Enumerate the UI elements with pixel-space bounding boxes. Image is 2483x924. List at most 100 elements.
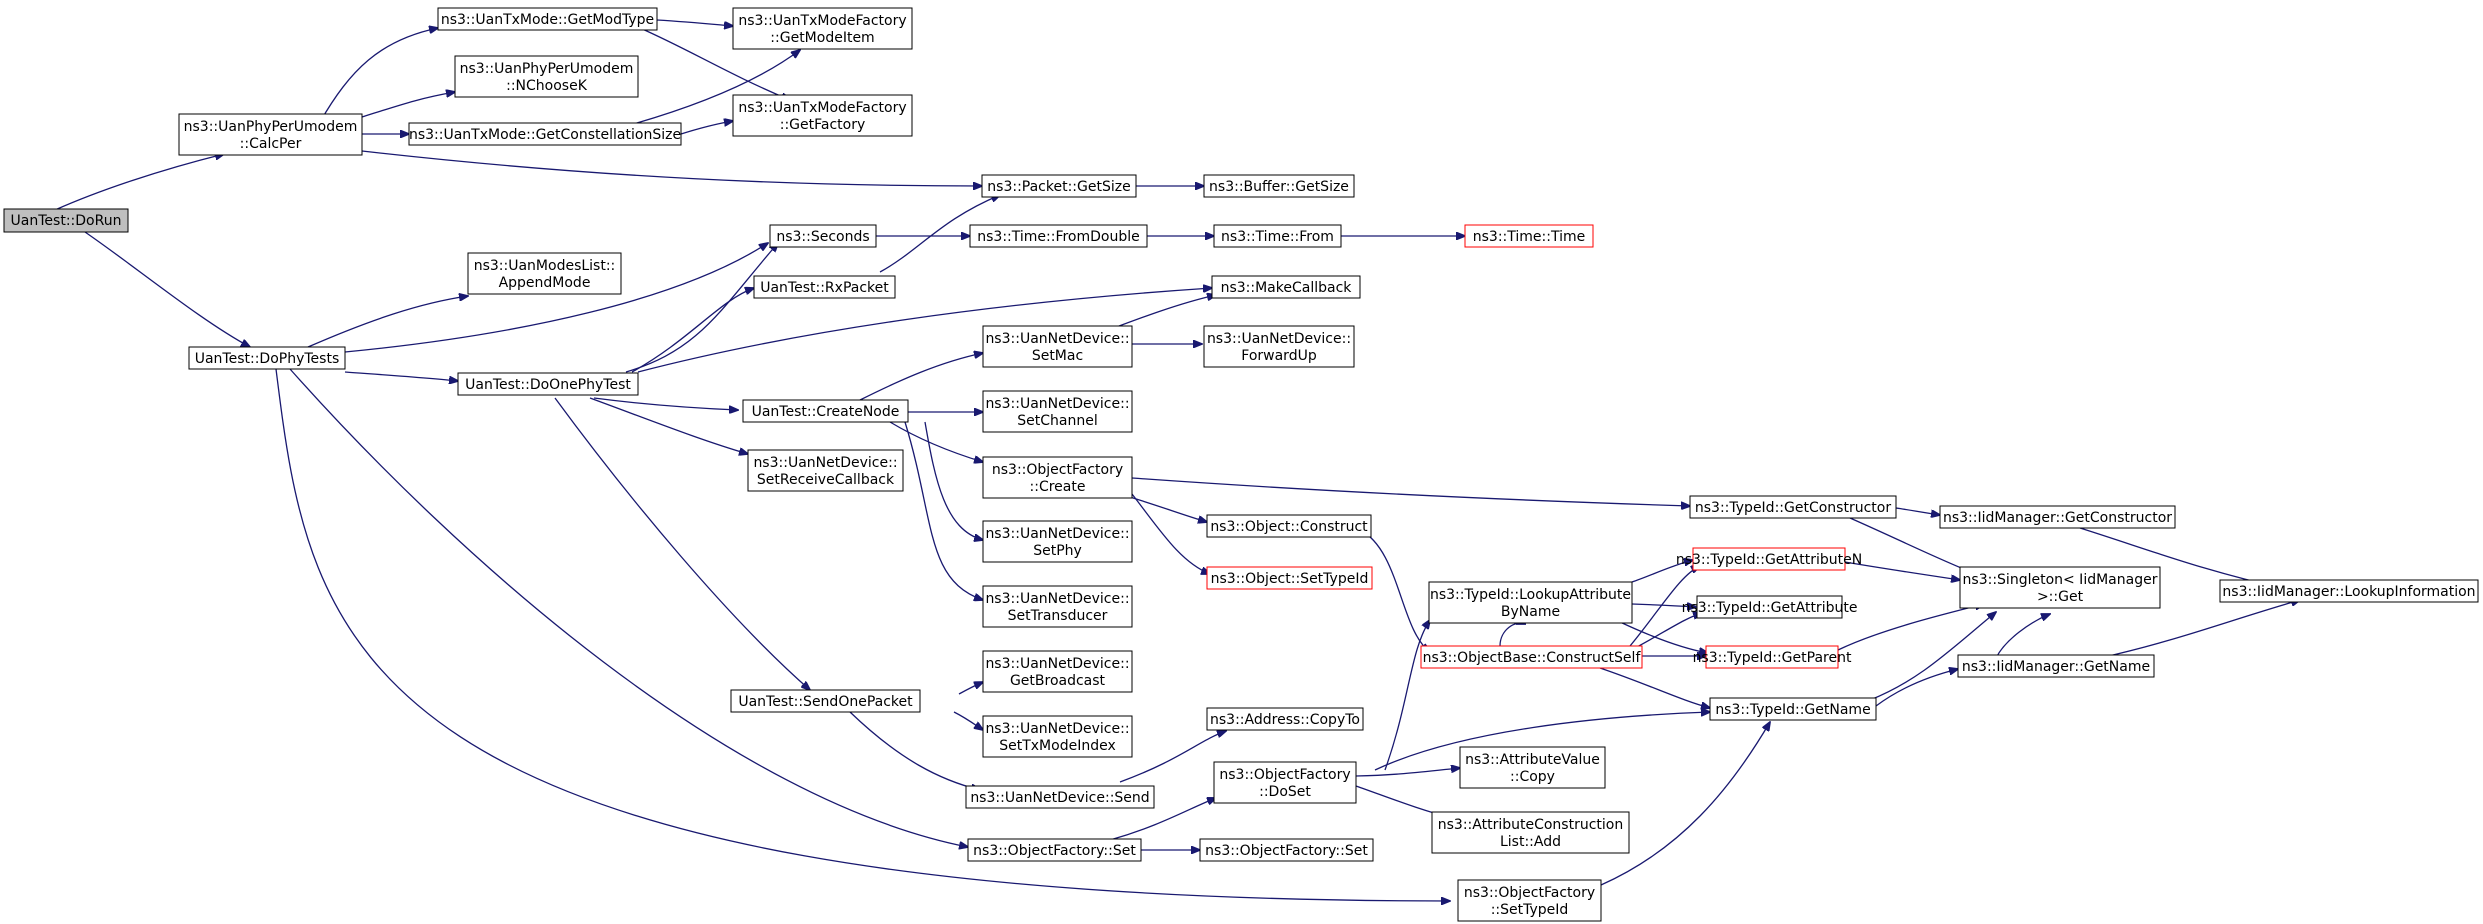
node-iidmanager-getname[interactable]: ns3::IidManager::GetName [1957,654,2155,678]
node-label: ns3::TypeId::LookupAttribute [1430,587,1631,603]
node-object-construct[interactable]: ns3::Object::Construct [1206,514,1372,538]
edge-iidgetname-singletonget [1995,614,2050,659]
node-uannetdevice-send[interactable]: ns3::UanNetDevice::Send [965,785,1155,809]
node-getconstructor[interactable]: ns3::TypeId::GetConstructor [1689,495,1897,519]
edge-getparent-singletonget [1837,604,1984,651]
edge-ofcreate-getconstructor [1131,477,1690,506]
node-label: List::Add [1500,834,1561,850]
node-label: ::Create [1030,479,1086,495]
edge-ofsettypeid-typeidgetname [1600,722,1770,886]
node-label: ns3::Object::SetTypeId [1211,571,1369,587]
node-objectfactory-set-2[interactable]: ns3::ObjectFactory::Set [1199,838,1374,862]
node-getmodeitem[interactable]: ns3::UanTxModeFactory ::GetModeItem [732,7,913,50]
edge-getmodtype-getmodeitem [656,19,733,26]
node-time-from[interactable]: ns3::Time::From [1213,224,1342,248]
node-getparent[interactable]: ns3::TypeId::GetParent [1693,645,1852,669]
node-packet-getsize[interactable]: ns3::Packet::GetSize [981,174,1137,198]
node-attributeconstructionlist-add[interactable]: ns3::AttributeConstruction List::Add [1431,811,1630,854]
node-lookupinformation[interactable]: ns3::IidManager::LookupInformation [2219,579,2479,603]
node-forwardup[interactable]: ns3::UanNetDevice:: ForwardUp [1203,325,1355,368]
node-createnode[interactable]: UanTest::CreateNode [742,399,909,423]
node-iidmanager-getconstructor[interactable]: ns3::IidManager::GetConstructor [1939,505,2176,529]
node-setchannel[interactable]: ns3::UanNetDevice:: SetChannel [982,390,1133,433]
node-objectfactory-doset[interactable]: ns3::ObjectFactory ::DoSet [1213,761,1357,804]
node-label: ::GetFactory [780,117,866,133]
edge-ofcreate-objsettypeid [1131,493,1210,574]
node-buffer-getsize[interactable]: ns3::Buffer::GetSize [1203,174,1355,198]
node-nchoosek[interactable]: ns3::UanPhyPerUmodem ::NChooseK [454,55,639,98]
node-object-settypeid[interactable]: ns3::Object::SetTypeId [1206,566,1373,590]
edge-dophytests-ofset [289,368,968,847]
edge-calcper-pktgetsize [361,150,982,186]
node-label: UanTest::DoPhyTests [195,351,340,367]
node-objectfactory-settypeid[interactable]: ns3::ObjectFactory ::SetTypeId [1457,879,1602,922]
edge-send-copyto [1119,731,1226,783]
node-getattribute[interactable]: ns3::TypeId::GetAttribute [1682,595,1858,619]
node-fromdouble[interactable]: ns3::Time::FromDouble [969,224,1148,248]
node-sendonepacket[interactable]: UanTest::SendOnePacket [730,689,921,713]
node-label: SetChannel [1017,413,1097,429]
node-uantest-dorun[interactable]: UanTest::DoRun [3,208,129,233]
node-label: ns3::IidManager::LookupInformation [2222,584,2475,600]
edge-ofdoset-typeidgetname [1374,712,1710,771]
node-objectfactory-set[interactable]: ns3::ObjectFactory::Set [967,838,1142,862]
node-typeid-getname[interactable]: ns3::TypeId::GetName [1709,697,1877,721]
node-label: ns3::UanNetDevice:: [985,591,1129,607]
edge-calcper-getmodtype [319,28,438,123]
edge-ofdoset-attrcopy [1355,768,1460,777]
node-label: ns3::ObjectFactory::Set [1205,843,1368,859]
node-rxpacket[interactable]: UanTest::RxPacket [753,275,896,299]
node-attributevalue-copy[interactable]: ns3::AttributeValue ::Copy [1459,746,1606,789]
node-label: ns3::UanModesList:: [474,258,616,274]
node-appendmode[interactable]: ns3::UanModesList:: AppendMode [467,252,622,295]
node-makecallback[interactable]: ns3::MakeCallback [1211,275,1361,299]
edge-lookupattr-getattribute [1631,604,1696,607]
node-time-time[interactable]: ns3::Time::Time [1464,224,1594,248]
edge-typeidgetname-singletonget [1869,612,1996,701]
node-getattributen[interactable]: ns3::TypeId::GetAttributeN [1676,547,1862,571]
node-setmac[interactable]: ns3::UanNetDevice:: SetMac [982,325,1133,368]
node-getmodtype[interactable]: ns3::UanTxMode::GetModType [437,7,658,31]
node-getfactory[interactable]: ns3::UanTxModeFactory ::GetFactory [732,94,913,137]
node-seconds[interactable]: ns3::Seconds [769,224,877,248]
node-label: ns3::UanTxMode::GetConstellationSize [409,127,681,143]
edge-doonephytest-sendonepacket [554,397,810,690]
node-constructself[interactable]: ns3::ObjectBase::ConstructSelf [1420,645,1643,669]
edge-getmodtype-getfactory [639,27,790,100]
edges [54,19,2300,901]
node-label: ns3::UanPhyPerUmodem [460,61,634,77]
node-label: GetBroadcast [1010,673,1106,689]
node-label: ns3::UanNetDevice:: [985,331,1129,347]
node-label: ns3::Time::From [1221,229,1334,245]
node-label: ns3::UanTxModeFactory [738,100,906,116]
edge-doonephytest-makecallback [637,288,1212,373]
node-settransducer[interactable]: ns3::UanNetDevice:: SetTransducer [982,585,1133,628]
node-label: SetReceiveCallback [757,472,895,488]
node-getconstellationsize[interactable]: ns3::UanTxMode::GetConstellationSize [408,122,682,146]
edge-sendonepacket-getbroadcast [958,682,983,695]
edge-typeidgetname-iidgetname [1875,669,1958,707]
node-setreceivecallback[interactable]: ns3::UanNetDevice:: SetReceiveCallback [747,449,904,492]
node-label: SetMac [1032,348,1083,364]
node-objectfactory-create[interactable]: ns3::ObjectFactory ::Create [982,456,1133,499]
edge-dophytests-seconds [344,243,768,353]
node-address-copyto[interactable]: ns3::Address::CopyTo [1206,707,1364,731]
node-label: ns3::ObjectFactory [1464,885,1595,901]
node-dophytests[interactable]: UanTest::DoPhyTests [188,346,346,370]
node-label: ns3::Time::FromDouble [977,229,1140,245]
node-calcper[interactable]: ns3::UanPhyPerUmodem ::CalcPer [178,113,363,156]
edge-getconstructor-iidgetconstructor [1895,507,1940,515]
node-setphy[interactable]: ns3::UanNetDevice:: SetPhy [982,520,1133,563]
node-label: ns3::UanNetDevice:: [985,526,1129,542]
node-settxmodeindex[interactable]: ns3::UanNetDevice:: SetTxModeIndex [982,715,1133,758]
node-label: ns3::UanTxMode::GetModType [441,12,654,28]
node-label: ns3::ObjectFactory [1219,767,1350,783]
node-lookupattributebyname[interactable]: ns3::TypeId::LookupAttribute ByName [1428,581,1633,624]
node-singleton-get[interactable]: ns3::Singleton< IidManager >::Get [1959,566,2161,609]
node-label: ns3::MakeCallback [1221,280,1353,296]
edge-dorun-dophytests [84,231,250,347]
node-label: ns3::Seconds [776,229,869,245]
node-getbroadcast[interactable]: ns3::UanNetDevice:: GetBroadcast [982,650,1133,693]
node-doonephytest[interactable]: UanTest::DoOnePhyTest [457,372,639,396]
node-label: ::CalcPer [240,136,302,152]
